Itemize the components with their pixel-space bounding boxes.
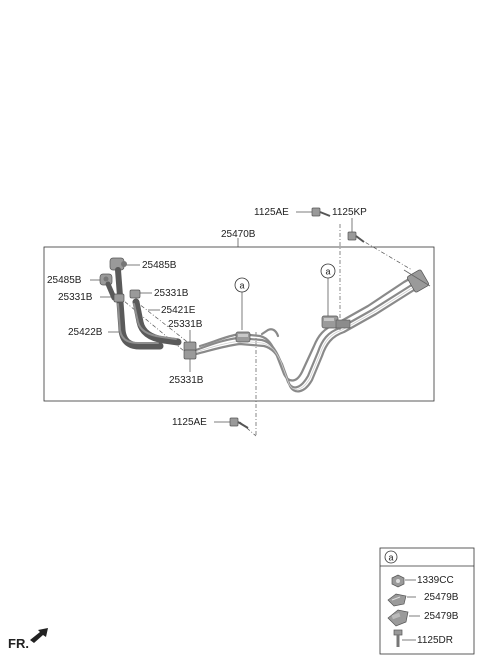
callout-a-right: a bbox=[320, 263, 336, 279]
label-25331b-left: 25331B bbox=[58, 292, 93, 303]
hose-25422b bbox=[116, 298, 164, 350]
bracket-25331b-low bbox=[183, 349, 197, 360]
bracket-clip-icon bbox=[387, 609, 409, 627]
label-25470b: 25470B bbox=[221, 229, 256, 240]
label-1125kp: 1125KP bbox=[332, 207, 367, 218]
callout-a-left: a bbox=[234, 277, 250, 293]
label-25422b: 25422B bbox=[68, 327, 103, 338]
svg-text:a: a bbox=[388, 553, 393, 563]
bolt-1125ae-top bbox=[311, 207, 331, 217]
legend-item-25479b-b: 25479B bbox=[424, 611, 459, 622]
bracket-25331b-left bbox=[113, 293, 125, 303]
label-25331b-mid: 25331B bbox=[168, 319, 203, 330]
front-arrow-icon bbox=[30, 628, 48, 643]
hose-25421e bbox=[132, 298, 182, 346]
clamp-25485b-upper bbox=[109, 257, 127, 299]
bracket-25331b-top bbox=[129, 289, 141, 299]
pipe-clip-right bbox=[321, 315, 351, 329]
front-direction: FR. bbox=[8, 628, 48, 651]
svg-text:FR.: FR. bbox=[8, 636, 29, 651]
pipe-bundle bbox=[194, 272, 428, 393]
svg-text:a: a bbox=[325, 267, 330, 277]
legend-item-1125dr: 1125DR bbox=[417, 635, 453, 646]
label-25485b-upper: 25485B bbox=[142, 260, 177, 271]
pipe-clip-left bbox=[235, 331, 251, 343]
label-25485b-left: 25485B bbox=[47, 275, 82, 286]
legend-item-1339cc: 1339CC bbox=[417, 575, 454, 586]
legend-box: a 1339CC 25479B 25479B 1125DR bbox=[379, 547, 475, 655]
label-25331b-low: 25331B bbox=[169, 375, 204, 386]
label-1125ae-top: 1125AE bbox=[254, 207, 289, 218]
label-25421e: 25421E bbox=[161, 305, 196, 316]
label-1125ae-bottom: 1125AE bbox=[172, 417, 207, 428]
assembly-frame bbox=[43, 246, 435, 402]
nut-icon bbox=[391, 574, 405, 588]
clip-icon bbox=[387, 593, 407, 607]
bolt-1125ae-bottom bbox=[229, 417, 249, 429]
svg-text:a: a bbox=[239, 281, 244, 291]
bolt-1125kp bbox=[347, 231, 365, 243]
pipe-end-fitting bbox=[403, 269, 431, 293]
clamp-25485b-left bbox=[99, 273, 117, 301]
label-25331b-top: 25331B bbox=[154, 288, 189, 299]
legend-item-25479b-a: 25479B bbox=[424, 592, 459, 603]
bolt-icon bbox=[393, 629, 403, 647]
